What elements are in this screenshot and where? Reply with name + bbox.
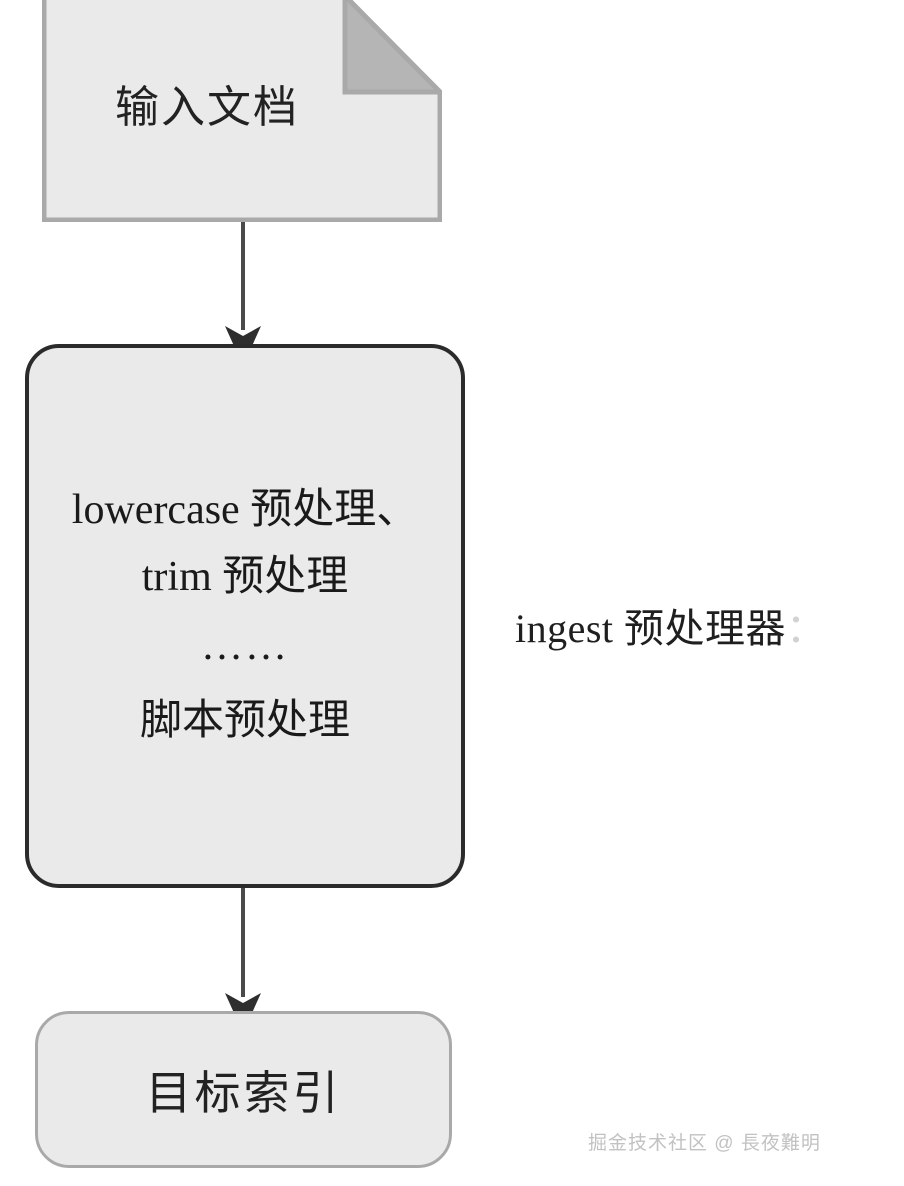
pipeline-line-1: lowercase 预处理、 — [71, 487, 419, 534]
node-input-document[interactable] — [42, 0, 442, 222]
pipeline-line-2: trim 预处理 — [141, 554, 349, 601]
node-input-document-label: 输入文档 — [115, 83, 299, 132]
pipeline-caption-text: ingest 预处理器 — [515, 606, 787, 651]
document-shape-icon — [42, 0, 442, 222]
node-ingest-pipeline-text: lowercase 预处理、 trim 预处理 …… 脚本预处理 — [25, 344, 465, 888]
pipeline-line-ellipsis: …… — [201, 623, 289, 669]
node-target-index-label: 目标索引 — [145, 1067, 342, 1119]
pipeline-caption-trailing: ： — [786, 606, 827, 651]
pipeline-line-4: 脚本预处理 — [139, 697, 350, 744]
pipeline-caption: ingest 预处理器： — [515, 596, 827, 654]
node-ingest-pipeline[interactable] — [25, 344, 465, 888]
node-target-index[interactable] — [35, 1011, 452, 1168]
watermark: 掘金技术社区 @ 長夜難明 — [588, 1133, 821, 1154]
